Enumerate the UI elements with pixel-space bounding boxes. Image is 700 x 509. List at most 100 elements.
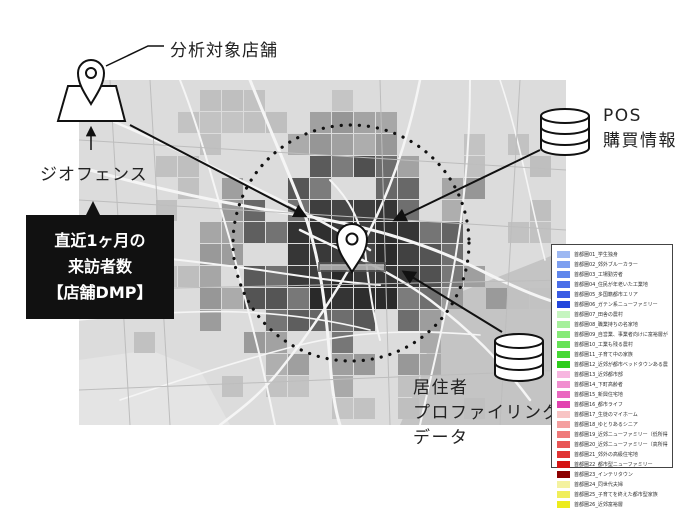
heat-cell: [288, 134, 309, 155]
legend-item: 首都圏20_近郊ニューファミリー（高所得）: [557, 439, 668, 449]
legend-item: 首都圏13_近郊都市部: [557, 369, 668, 379]
geofence-label: ジオフェンス: [40, 165, 148, 185]
heat-cell: [376, 156, 397, 177]
heat-cell: [222, 112, 243, 133]
legend-swatch: [557, 280, 570, 288]
heat-cell: [332, 156, 353, 177]
legend-swatch: [557, 310, 570, 318]
legend-item: 首都圏18_ゆとりあるシニア: [557, 419, 668, 429]
legend-item: 首都圏08_職業持ちの名家地: [557, 319, 668, 329]
heat-cell: [486, 288, 507, 309]
heat-cell: [134, 332, 155, 353]
heat-cell: [266, 332, 287, 353]
heat-cell: [200, 310, 221, 331]
callout-pointer: [86, 201, 100, 215]
legend-item: 首都圏14_下町高齢者: [557, 379, 668, 389]
segment-legend: 首都圏01_学生独身首都圏02_郊外ブルーカラー首都圏03_工場勤労者首都圏04…: [551, 244, 673, 508]
resident-label-line3: データ: [413, 428, 469, 448]
legend-swatch: [557, 450, 570, 458]
legend-swatch: [557, 390, 570, 398]
heat-cell: [354, 200, 375, 221]
heat-cell: [464, 156, 485, 177]
legend-item: 首都圏02_郊外ブルーカラー: [557, 259, 668, 269]
legend-label: 首都圏09_自営業、事業者向けに富裕層が住む: [574, 331, 668, 338]
heat-cell: [200, 90, 221, 111]
geofence-circle: [231, 123, 471, 363]
legend-label: 首都圏10_工業も残る農村: [574, 341, 633, 348]
legend-label: 首都圏26_近郊富裕層: [574, 501, 623, 508]
visitor-count-callout: 直近1ヶ月の 来訪者数 【店舗DMP】: [26, 215, 174, 319]
legend-item: 首都圏23_インテリタウン: [557, 469, 668, 479]
legend-swatch: [557, 260, 570, 268]
legend-item: 首都圏10_工業も残る農村: [557, 339, 668, 349]
heat-cell: [200, 244, 221, 265]
heat-cell: [508, 288, 529, 309]
heat-cell: [332, 134, 353, 155]
heat-cell: [332, 354, 353, 375]
heat-cell: [288, 354, 309, 375]
target-store-label: 分析対象店舗: [170, 41, 278, 61]
legend-item: 首都圏03_工場勤労者: [557, 269, 668, 279]
legend-item: 首都圏16_都市ライフ: [557, 399, 668, 409]
heat-cell: [310, 112, 331, 133]
callout-line3: 【店舗DMP】: [47, 283, 153, 302]
callout-line1: 直近1ヶ月の: [54, 231, 146, 250]
legend-swatch: [557, 340, 570, 348]
heat-cell: [354, 398, 375, 419]
legend-label: 首都圏16_都市ライフ: [574, 401, 623, 408]
heat-cell: [310, 134, 331, 155]
legend-swatch: [557, 400, 570, 408]
legend-item: 首都圏12_近郊が都市ベッドタウンある農村: [557, 359, 668, 369]
heat-cell: [244, 288, 265, 309]
heat-cell: [266, 222, 287, 243]
heat-cell: [420, 310, 441, 331]
heat-cell: [288, 288, 309, 309]
store-pin-icon: [335, 223, 369, 274]
legend-label: 首都圏01_学生独身: [574, 251, 618, 258]
heat-cell: [222, 376, 243, 397]
legend-swatch: [557, 480, 570, 488]
heat-cell: [420, 266, 441, 287]
heat-cell: [530, 156, 551, 177]
pos-label-line1: POS: [603, 106, 642, 126]
legend-swatch: [557, 420, 570, 428]
legend-label: 首都圏25_子育てを終えた都市型家族: [574, 491, 658, 498]
heat-cell: [398, 244, 419, 265]
legend-swatch: [557, 380, 570, 388]
legend-item: 首都圏11_子育て中の家族: [557, 349, 668, 359]
legend-swatch: [557, 250, 570, 258]
legend-label: 首都圏11_子育て中の家族: [574, 351, 633, 358]
legend-label: 首都圏21_郊外の高級住宅地: [574, 451, 638, 458]
heat-cell: [376, 244, 397, 265]
heat-cell: [398, 156, 419, 177]
legend-item: 首都圏26_近郊富裕層: [557, 499, 668, 509]
heat-cell: [398, 178, 419, 199]
heat-cell: [244, 332, 265, 353]
heat-cell: [354, 112, 375, 133]
heat-cell: [178, 266, 199, 287]
legend-item: 首都圏17_生徒のマイホーム: [557, 409, 668, 419]
legend-swatch: [557, 300, 570, 308]
heat-cell: [398, 288, 419, 309]
heat-cell: [332, 376, 353, 397]
heat-cell: [442, 200, 463, 221]
legend-label: 首都圏20_近郊ニューファミリー（高所得）: [574, 441, 668, 448]
heat-cell: [310, 156, 331, 177]
heat-cell: [332, 310, 353, 331]
legend-label: 首都圏08_職業持ちの名家地: [574, 321, 638, 328]
heat-cell: [310, 200, 331, 221]
legend-label: 首都圏07_田舎の農村: [574, 311, 623, 318]
legend-label: 首都圏14_下町高齢者: [574, 381, 623, 388]
heat-cell: [244, 266, 265, 287]
legend-item: 首都圏21_郊外の高級住宅地: [557, 449, 668, 459]
legend-item: 首都圏05_多国籍都市エリア: [557, 289, 668, 299]
legend-item: 首都圏19_近郊ニューファミリー（低所得）: [557, 429, 668, 439]
heat-cell: [200, 288, 221, 309]
legend-item: 首都圏09_自営業、事業者向けに富裕層が住む: [557, 329, 668, 339]
heat-cell: [398, 376, 419, 397]
heat-cell: [200, 112, 221, 133]
legend-label: 首都圏22_都市型ニューファミリー: [574, 461, 653, 468]
legend-swatch: [557, 430, 570, 438]
legend-label: 首都圏24_同世代夫婦: [574, 481, 623, 488]
